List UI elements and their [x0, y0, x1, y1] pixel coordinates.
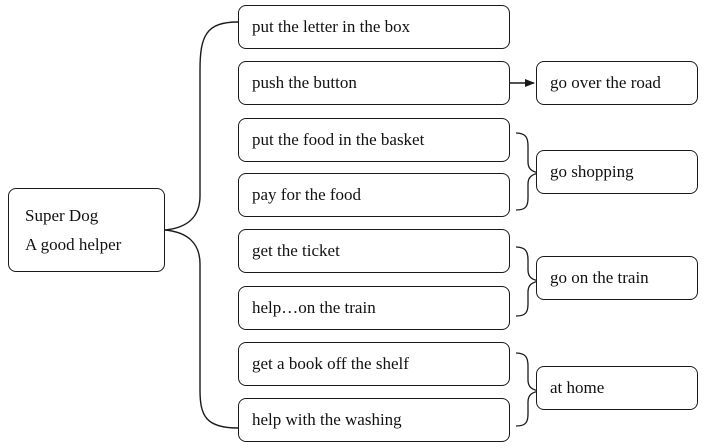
- root-node-super-dog: Super Dog A good helper: [8, 188, 165, 272]
- goal-label: go over the road: [550, 73, 661, 92]
- goal-node-train: go on the train: [536, 256, 698, 300]
- task-node-food-basket: put the food in the basket: [238, 118, 510, 162]
- task-node-help-train: help…on the train: [238, 286, 510, 330]
- goal-node-road: go over the road: [536, 61, 698, 105]
- task-node-pay-food: pay for the food: [238, 173, 510, 217]
- task-label: pay for the food: [252, 185, 362, 204]
- task-node-letter: put the letter in the box: [238, 5, 510, 49]
- task-node-ticket: get the ticket: [238, 229, 510, 273]
- task-node-washing: help with the washing: [238, 398, 510, 442]
- root-subtitle: A good helper: [25, 235, 122, 254]
- task-label: help…on the train: [252, 298, 376, 317]
- task-label: help with the washing: [252, 410, 402, 429]
- task-node-button: push the button: [238, 61, 510, 105]
- goal-node-shopping: go shopping: [536, 150, 698, 194]
- goal-label: go on the train: [550, 268, 649, 287]
- task-label: push the button: [252, 73, 357, 92]
- task-label: get a book off the shelf: [252, 354, 409, 373]
- goal-label: go shopping: [550, 162, 634, 181]
- task-label: put the letter in the box: [252, 17, 411, 36]
- task-label: get the ticket: [252, 241, 340, 260]
- task-label: put the food in the basket: [252, 130, 425, 149]
- task-node-book-shelf: get a book off the shelf: [238, 342, 510, 386]
- goal-node-home: at home: [536, 366, 698, 410]
- root-title: Super Dog: [25, 206, 99, 225]
- main-brace: [164, 21, 239, 429]
- goal-label: at home: [550, 378, 605, 397]
